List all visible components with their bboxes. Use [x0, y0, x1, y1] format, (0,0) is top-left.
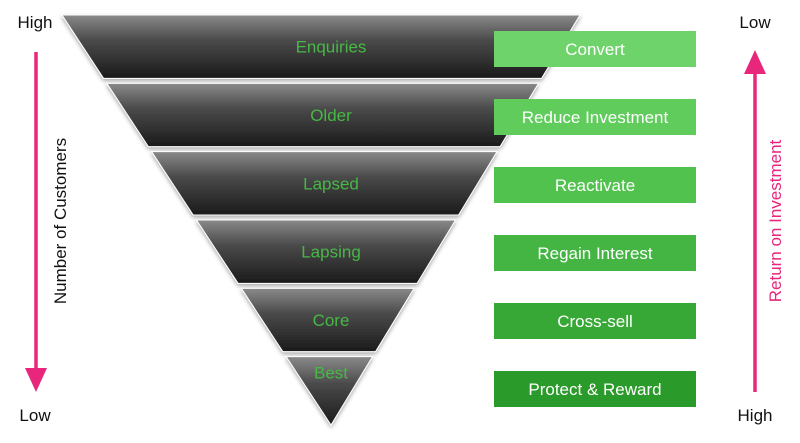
- funnel-tier-label: Lapsing: [301, 243, 361, 262]
- funnel-tier-label: Older: [310, 106, 352, 125]
- action-box: [494, 371, 696, 407]
- right-axis-arrow: [744, 50, 766, 392]
- action-box: [494, 31, 696, 67]
- left-axis-arrow: [25, 52, 47, 392]
- action-box-label: Convert: [565, 40, 625, 59]
- funnel-tier-best: [285, 356, 374, 426]
- left-axis-bottom-label: Low: [19, 406, 51, 425]
- right-axis-top-label: Low: [739, 13, 771, 32]
- right-axis-title: Return on Investment: [766, 139, 785, 302]
- action-box-label: Regain Interest: [537, 244, 653, 263]
- funnel-tier-enquiries: [61, 14, 581, 79]
- right-axis-bottom-label: High: [738, 406, 773, 425]
- action-box-label: Reactivate: [555, 176, 635, 195]
- funnel-tier-label: Core: [313, 311, 350, 330]
- action-box: [494, 303, 696, 339]
- action-box: [494, 235, 696, 271]
- funnel-tier-label: Lapsed: [303, 174, 359, 193]
- action-box-label: Cross-sell: [557, 312, 633, 331]
- action-box-label: Protect & Reward: [528, 380, 661, 399]
- funnel-tier-older: [105, 82, 540, 148]
- action-box: [494, 99, 696, 135]
- action-box: [494, 167, 696, 203]
- action-box-label: Reduce Investment: [522, 108, 669, 127]
- funnel-tier-label: Best: [314, 364, 348, 383]
- left-axis-top-label: High: [18, 13, 53, 32]
- funnel-tier-core: [240, 287, 415, 353]
- funnel-tier-lapsing: [195, 219, 457, 284]
- funnel-tier-lapsed: [150, 151, 498, 216]
- funnel-tier-label: Enquiries: [296, 38, 367, 57]
- left-axis-title: Number of Customers: [51, 138, 70, 304]
